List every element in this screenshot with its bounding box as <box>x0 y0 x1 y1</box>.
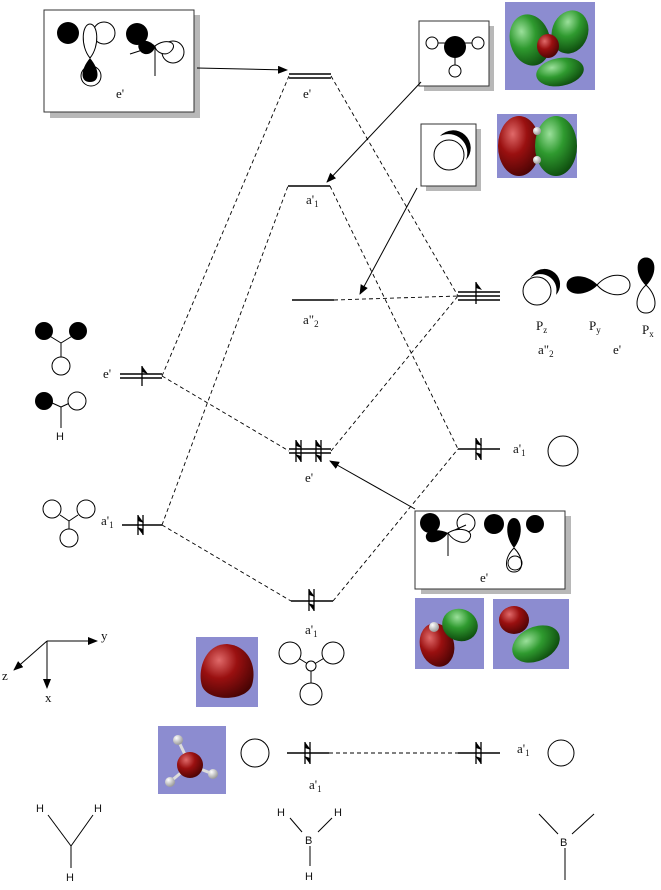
z-axis <box>13 640 48 671</box>
render-e-bonding-2 <box>493 599 569 669</box>
render-bh3-core <box>158 726 226 794</box>
boron-labels: Pz Py Px a"2 e' a'1 a'1 <box>513 318 654 758</box>
pz-orbital-sketch <box>522 268 561 306</box>
h3-labels: e' a'1 <box>101 366 114 530</box>
electron-pair-boron-1s <box>475 742 482 764</box>
atom-h: H <box>277 807 285 819</box>
atom-h: H <box>94 803 102 815</box>
atom-h: H <box>66 872 74 884</box>
electrons <box>137 282 482 764</box>
render-e-bonding-1 <box>415 598 484 669</box>
label-bh3-e-antibonding: e' <box>303 86 311 101</box>
render-a1-antibonding <box>505 2 595 90</box>
axis-label-z: z <box>2 668 8 683</box>
box-top-left-e-orbitals: e' <box>43 9 200 118</box>
render-a1-bonding <box>196 637 258 707</box>
electron-pair-bh3-core <box>304 742 311 764</box>
px-orbital-sketch <box>636 257 656 314</box>
bh3-labels: e' a'1 a"2 e' a'1 a'1 <box>303 86 322 794</box>
label-a2-under-pz: a"2 <box>538 342 554 359</box>
molecule-h3: H H H <box>36 803 102 884</box>
axis-label-y: y <box>101 628 108 643</box>
boron-1s-orbital <box>547 739 575 767</box>
correlation-lines <box>161 75 459 754</box>
h-orbital-filled <box>35 322 53 340</box>
label-py: Py <box>589 318 601 335</box>
h-orbital-empty <box>67 391 87 411</box>
atom-h: H <box>305 871 313 883</box>
label-h3-a1: a'1 <box>101 513 114 530</box>
label-bh3-e-bonding: e' <box>305 470 313 485</box>
h3-a1-orbital-sketch <box>42 499 96 548</box>
boron-levels <box>458 291 500 754</box>
electron-up-boron-2p <box>475 282 482 304</box>
atom-h: H <box>334 807 342 819</box>
coordinate-axes: y z x <box>2 628 108 705</box>
atom-h: H <box>36 803 44 815</box>
label-e-under-py-px: e' <box>613 342 621 357</box>
atom-b: B <box>305 835 312 847</box>
arrow-box-to-e-bonding <box>329 460 416 510</box>
arrow-box-to-e-antibonding <box>196 65 288 74</box>
electron-pair-boron-2s <box>475 438 482 460</box>
h-orbital-empty <box>51 356 71 376</box>
label-bh3-a1-antibonding: a'1 <box>306 192 319 209</box>
box-right-pz-sketch <box>420 123 481 191</box>
label-px: Px <box>642 322 654 339</box>
boron-2s-orbital <box>547 435 579 467</box>
h3-core-orbital <box>240 738 270 768</box>
electron-up-h3-e <box>141 366 148 386</box>
label-box-bottom-right: e' <box>480 570 488 585</box>
h-orbital-filled <box>69 322 87 340</box>
label-pz: Pz <box>536 318 547 335</box>
render-a2-nonbonding <box>497 114 577 178</box>
electron-pairs-bh3-e <box>295 440 322 462</box>
box-bottom-right-e-orbitals: e' <box>414 510 571 594</box>
label-h3-e: e' <box>103 366 111 381</box>
label-bh3-a1-bonding: a'1 <box>305 622 318 639</box>
atom-h-label: H <box>56 431 64 443</box>
axis-label-x: x <box>45 690 52 705</box>
electron-pair-h3-a1 <box>137 515 144 535</box>
h3-e-orbital-sketch-2: H <box>35 391 87 443</box>
label-boron-1s: a'1 <box>517 741 530 758</box>
bh3-a1-bonding-sketch <box>278 641 345 706</box>
label-bh3-a2: a"2 <box>303 312 319 329</box>
molecule-bh3: H B H H <box>277 807 342 883</box>
electron-pair-bh3-a1 <box>308 589 315 611</box>
label-box-top-left: e' <box>116 86 124 101</box>
molecule-boron: B <box>538 813 595 880</box>
arrow-pz-to-a2-level <box>359 187 418 295</box>
h-orbital-filled <box>35 392 53 410</box>
h3-e-orbital-sketch-1 <box>35 322 87 376</box>
box-top-right-a1-sketch <box>418 20 494 91</box>
label-bh3-a1-core: a'1 <box>309 777 322 794</box>
arrow-a1-render-to-level <box>326 81 422 183</box>
h3-levels <box>120 373 162 526</box>
py-orbital-sketch <box>566 274 631 296</box>
atom-b: B <box>560 837 567 849</box>
label-boron-2s: a'1 <box>513 441 526 458</box>
